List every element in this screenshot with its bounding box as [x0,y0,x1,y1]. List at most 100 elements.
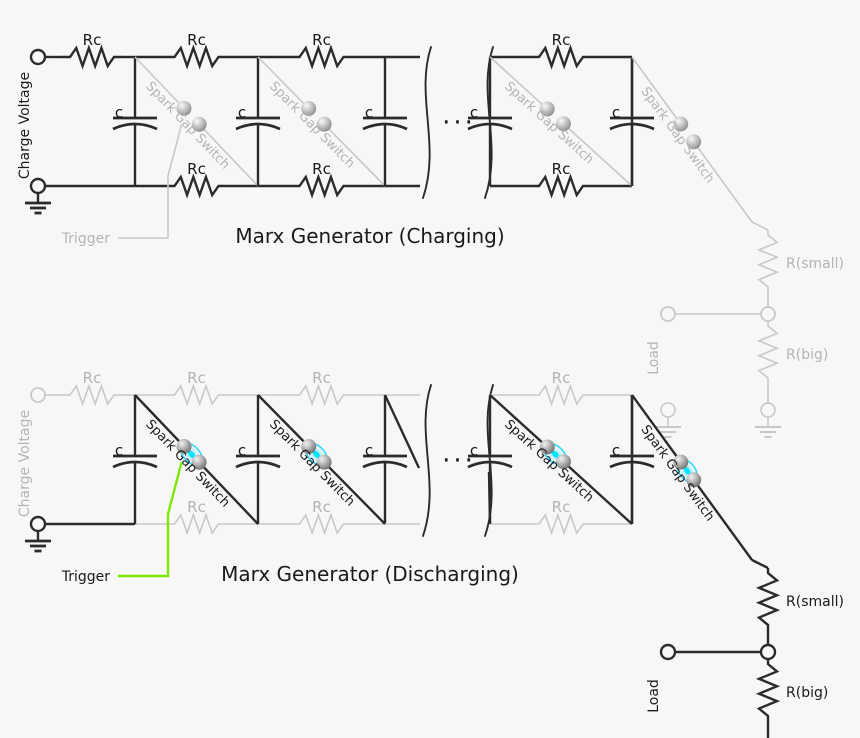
resistor-rc-top-label: Rc [187,31,206,49]
spark-gap-switch-lead-a [134,56,185,109]
resistor-rc-source [60,44,124,70]
load-label: Load [646,679,662,713]
spark-gap-switch-output-electrode-bottom [686,134,702,150]
capacitor-c-label: c [365,442,373,460]
resistor-rc-source-label: Rc [83,369,102,387]
resistor-rc-source [60,383,124,407]
capacitor-c-label: c [238,442,246,460]
spark-gap-switch-electrode-top [301,101,317,117]
resistor-rc-bottom-label: Rc [312,160,331,178]
resistor-rc-bottom [135,173,258,199]
resistor-rc-top-label: Rc [552,31,571,49]
capacitor-c-label: c [365,104,373,122]
resistor-rc-top-label: Rc [552,369,571,387]
diagram-title: Marx Generator (Charging) [235,224,504,248]
load-terminal-top[interactable] [659,643,677,661]
spark-gap-switch-arc-core [188,450,196,458]
trigger-label: Trigger [61,231,111,247]
load-terminal-top[interactable] [660,306,676,322]
resistor-rc-top-label: Rc [187,369,206,387]
resistor-rc-bottom [135,512,258,536]
spark-gap-switch-electrode-top [539,439,555,455]
resistor-rc-top-label: Rc [312,369,331,387]
spark-gap-switch-electrode-bottom [555,454,571,470]
resistor-rc-top-label: Rc [312,31,331,49]
spark-gap-switch-output-electrode-top [673,116,689,132]
resistor-rc-top [135,383,258,407]
resistor-rc-top [258,44,385,70]
spark-gap-switch-electrode-bottom [191,454,207,470]
resistor-r-big [756,321,780,383]
spark-gap-switch-electrode-top [301,439,317,455]
resistor-rc-top [490,383,632,407]
resistor-rc-bottom [258,173,385,199]
spark-gap-switch-lead-a [489,394,548,448]
resistor-r-small [756,230,780,292]
spark-gap-switch-lead-a [257,394,310,448]
spark-gap-switch-lead-b [562,123,633,187]
output-node-terminal[interactable] [760,306,776,322]
source-ground-terminal[interactable] [29,177,47,195]
spark-gap-switch-lead-b [198,123,259,187]
spark-gap-switch-electrode-top [176,100,192,116]
capacitor-c-label: c [470,104,478,122]
resistor-rc-bottom [490,512,632,536]
break-symbol-left [422,384,432,537]
spark-gap-switch-output-lead-a [631,394,682,463]
spark-gap-switch-lead-b [323,123,386,187]
output-ground [755,402,781,438]
spark-gap-switch-lead-b [323,461,386,525]
source-ground [25,515,51,553]
capacitor-c-last-label: c [612,442,620,460]
diagram-title: Marx Generator (Discharging) [221,562,519,586]
charge-voltage-terminal-top[interactable] [29,48,47,66]
resistor-rc-source-label: Rc [83,31,102,49]
trigger-label: Trigger [61,569,111,585]
spark-gap-switch-output-arc-core [683,467,691,475]
resistor-rc-top [490,44,632,70]
resistor-rc-bottom [258,512,385,536]
source-ground-terminal[interactable] [29,515,47,533]
spark-gap-switch-electrode-top [539,101,555,117]
spark-gap-switch-lead-a [134,394,185,448]
charge-voltage-terminal-top[interactable] [30,387,46,403]
capacitor-c-label: c [238,104,246,122]
load-ground [655,402,681,438]
resistor-rc-bottom-label: Rc [312,498,331,516]
resistor-r-big [755,659,781,721]
resistor-rc-bottom-label: Rc [552,160,571,178]
spark-gap-switch-electrode-bottom [555,116,571,132]
break-symbol-left [422,46,432,199]
resistor-r-big-label: R(big) [786,347,828,363]
output-node-terminal[interactable] [759,643,777,661]
ellipsis: ... [442,101,476,131]
spark-gap-switch-lead-a [257,56,310,110]
capacitor-c-label: c [470,442,478,460]
spark-gap-switch-arc-core [312,450,320,458]
spark-gap-switch-electrode-bottom [191,116,207,132]
ellipsis: ... [442,439,476,469]
spark-gap-switch-lead-b [562,460,633,525]
charge-voltage-label: Charge Voltage [17,410,33,517]
spark-gap-switch-lead-a [489,56,548,110]
output-ground-terminal[interactable] [760,402,776,418]
resistor-rc-top [258,383,385,407]
spark-gap-switch-electrode-bottom [316,116,332,132]
spark-gap-switch-output-electrode-top [673,454,689,470]
load-ground-terminal[interactable] [660,402,676,418]
spark-gap-switch-lead-b [198,461,259,525]
trigger-wire [118,462,183,578]
resistor-r-small-label: R(small) [786,256,844,272]
resistor-r-big-label: R(big) [786,685,828,701]
spark-gap-switch-output-lead-a [631,56,682,125]
resistor-rc-bottom-label: Rc [187,160,206,178]
resistor-rc-top [135,44,258,70]
output-wire-to-rsmall [751,221,769,231]
resistor-rc-bottom [490,173,632,199]
trigger-wire [118,124,183,239]
resistor-rc-bottom-label: Rc [187,498,206,516]
resistor-rc-bottom-label: Rc [552,498,571,516]
